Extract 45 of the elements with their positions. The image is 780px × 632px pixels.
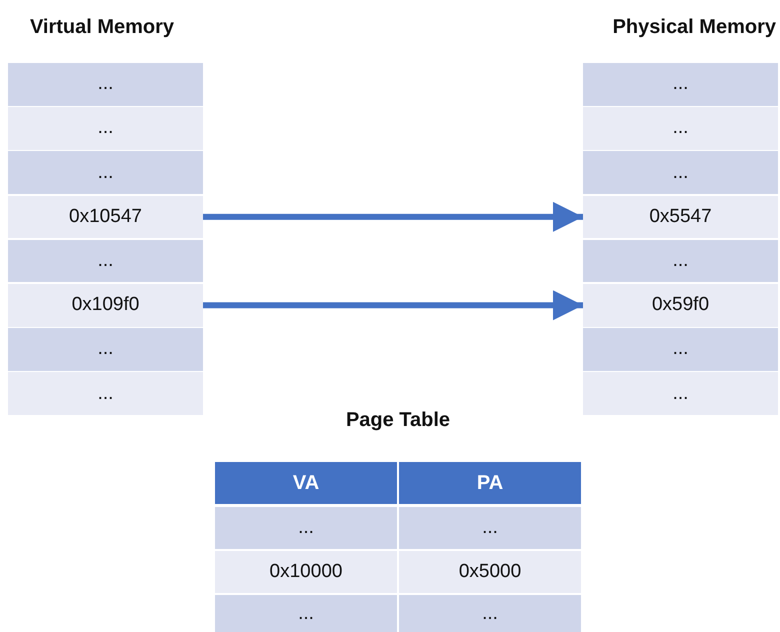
memory-cell [583,328,778,371]
cell-text: ... [98,382,114,405]
table-cell: 0x5000 [399,551,581,593]
cell-text: ... [98,162,114,184]
heading: Virtual Memory [30,16,174,39]
cell-text: ... [672,382,688,405]
memory-cell [8,372,203,415]
arrow [203,290,583,320]
table-header-cell: VA [215,462,397,504]
memory-cell [583,284,778,326]
memory-cell [583,151,778,194]
cell-text: ... [672,250,688,272]
cell-text: ... [98,250,114,272]
table-cell: ... [215,595,397,632]
memory-cell [583,372,778,415]
table-cell: ... [399,595,581,632]
table-cell: 0x10000 [215,551,397,593]
table-cell: ... [215,507,397,549]
cell-text: ... [672,338,688,360]
heading: Page Table [346,409,450,432]
memory-cell [8,284,203,326]
memory-cell [583,240,778,282]
memory-cell [583,107,778,150]
arrow [203,202,583,232]
cell-text: 0x59f0 [652,294,710,316]
memory-cell [8,328,203,371]
table-header-cell: PA [399,462,581,504]
memory-cell [8,196,203,238]
memory-cell [583,63,778,106]
memory-cell [8,63,203,106]
cell-text: ... [98,73,114,96]
heading: Physical Memory [612,16,776,39]
table-cell: ... [399,507,581,549]
cell-text: ... [98,117,114,140]
memory-cell [8,107,203,150]
memory-cell [8,151,203,194]
cell-text: ... [672,117,688,140]
memory-cell [8,240,203,282]
cell-text: ... [672,73,688,96]
cell-text: 0x5547 [649,206,712,228]
cell-text: 0x109f0 [72,294,140,316]
cell-text: ... [672,162,688,184]
memory-cell [583,196,778,238]
cell-text: 0x10547 [69,206,142,228]
cell-text: ... [98,338,114,360]
